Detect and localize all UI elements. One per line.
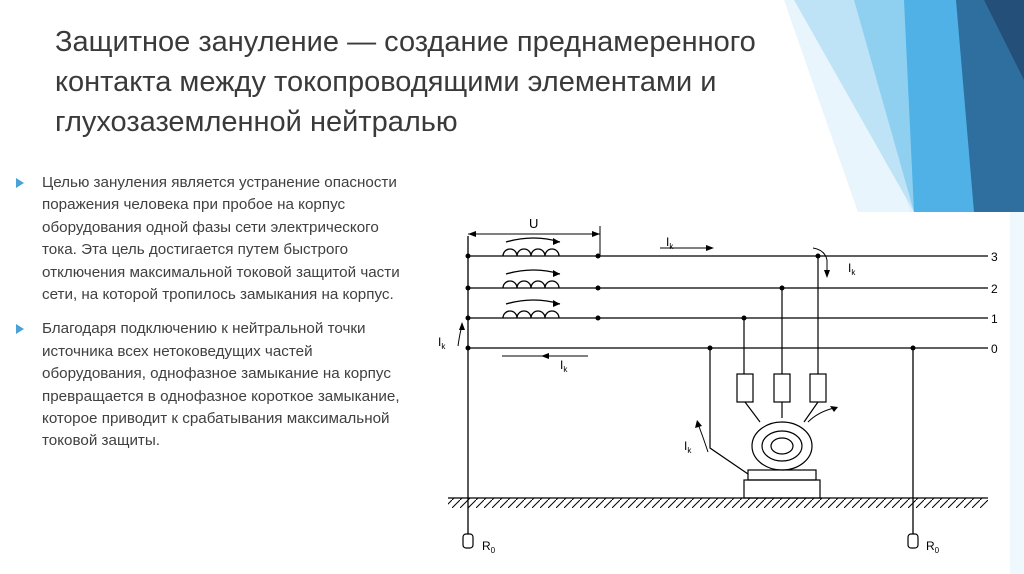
resistor-labels: R0 R0 [482, 539, 940, 555]
bullet-item: Целью зануления является устранение опас… [14, 172, 416, 306]
ground-hatch [448, 497, 988, 508]
triangle-right-icon [16, 324, 24, 335]
bullet-item: Благодаря подключению к нейтральной точк… [14, 318, 416, 452]
svg-text:Ik: Ik [666, 235, 674, 251]
svg-text:Ik: Ik [684, 439, 692, 455]
svg-text:1: 1 [991, 312, 998, 326]
voltage-bracket: U [468, 216, 601, 256]
fuse-3 [809, 373, 827, 403]
grounding-circuit-diagram: U [428, 212, 1010, 574]
bullet-text: Благодаря подключению к нейтральной точк… [42, 320, 400, 450]
fuse-2 [773, 373, 791, 403]
svg-text:Ik: Ik [438, 335, 446, 351]
ground-electrodes [462, 533, 919, 549]
current-arrowheads [459, 245, 838, 428]
svg-text:Ik: Ik [560, 358, 568, 374]
svg-text:R0: R0 [482, 539, 496, 555]
fuse-1 [736, 373, 754, 403]
current-arrows [457, 247, 835, 453]
coil-arrowheads [553, 238, 560, 307]
line-number-labels: 3 2 1 0 [991, 250, 998, 356]
motor-wiring [709, 256, 827, 499]
svg-text:0: 0 [991, 342, 998, 356]
triangle-right-icon [16, 178, 24, 188]
svg-text:2: 2 [991, 282, 998, 296]
supply-lines [467, 236, 988, 534]
bullet-list: Целью зануления является устранение опас… [14, 172, 416, 465]
current-labels: Ik Ik Ik Ik Ik [438, 235, 856, 455]
voltage-label: U [529, 216, 538, 231]
svg-text:3: 3 [991, 250, 998, 264]
transformer-coils [502, 237, 561, 319]
motor-housing [751, 421, 813, 471]
slide-title: Защитное зануление — создание преднамере… [55, 26, 756, 138]
circuit-svg: U [438, 216, 998, 555]
svg-text:R0: R0 [926, 539, 940, 555]
bullet-text: Целью зануления является устранение опас… [42, 174, 400, 304]
svg-text:Ik: Ik [848, 261, 856, 277]
